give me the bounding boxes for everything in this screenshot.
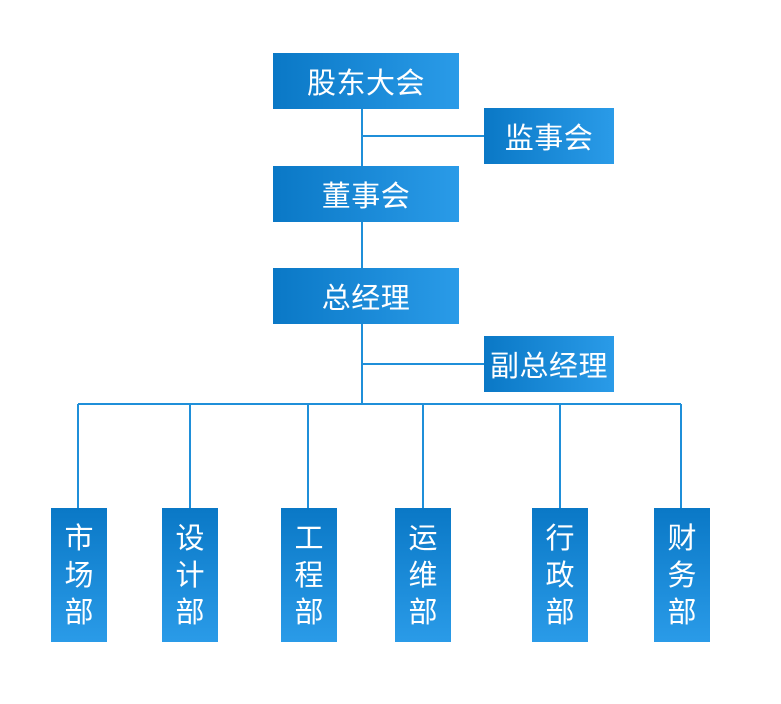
node-dept-market: 市场部 <box>51 508 107 642</box>
node-board-label: 董事会 <box>321 179 411 213</box>
node-dept-admin: 行政部 <box>532 508 588 642</box>
node-dept-operations: 运维部 <box>395 508 451 642</box>
node-dept-market-label: 市场部 <box>64 520 94 629</box>
node-dept-engineering: 工程部 <box>281 508 337 642</box>
node-dept-admin-label: 行政部 <box>545 520 575 629</box>
node-dept-operations-label: 运维部 <box>408 520 438 629</box>
node-shareholders-label: 股东大会 <box>306 66 425 100</box>
node-deputy-general-manager-label: 副总经理 <box>489 349 608 383</box>
node-shareholders: 股东大会 <box>273 53 459 109</box>
node-supervisors-label: 监事会 <box>504 121 594 155</box>
node-general-manager: 总经理 <box>273 268 459 324</box>
node-dept-finance: 财务部 <box>654 508 710 642</box>
node-dept-engineering-label: 工程部 <box>294 520 324 629</box>
node-dept-finance-label: 财务部 <box>667 520 697 629</box>
node-general-manager-label: 总经理 <box>321 281 411 315</box>
node-board: 董事会 <box>273 166 459 222</box>
node-supervisors: 监事会 <box>484 108 614 164</box>
node-dept-design: 设计部 <box>162 508 218 642</box>
node-deputy-general-manager: 副总经理 <box>484 336 614 392</box>
node-dept-design-label: 设计部 <box>175 520 205 629</box>
